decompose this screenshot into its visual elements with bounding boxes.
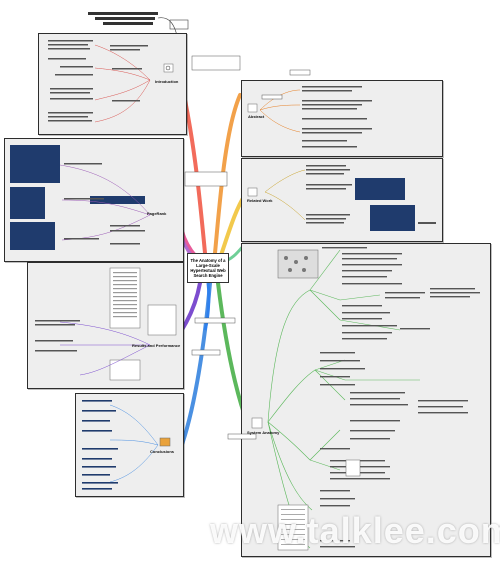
topic-system-anatomy[interactable]: System Anatomy [247, 430, 280, 435]
topic-introduction[interactable]: Introduction [155, 79, 179, 84]
topic-pagerank[interactable]: PageRank [147, 211, 167, 216]
topic-abstract[interactable]: Abstract [248, 114, 265, 119]
topic-conclusions[interactable]: Conclusions [150, 449, 175, 454]
topic-related-work[interactable]: Related Work [247, 198, 273, 203]
topic-results[interactable]: Results and Performance [132, 343, 181, 348]
central-topic[interactable]: The Anatomy of a Large-Scale Hypertextua… [187, 253, 229, 283]
watermark: www.talklee.com [210, 510, 500, 551]
introduction-panel [38, 33, 187, 135]
